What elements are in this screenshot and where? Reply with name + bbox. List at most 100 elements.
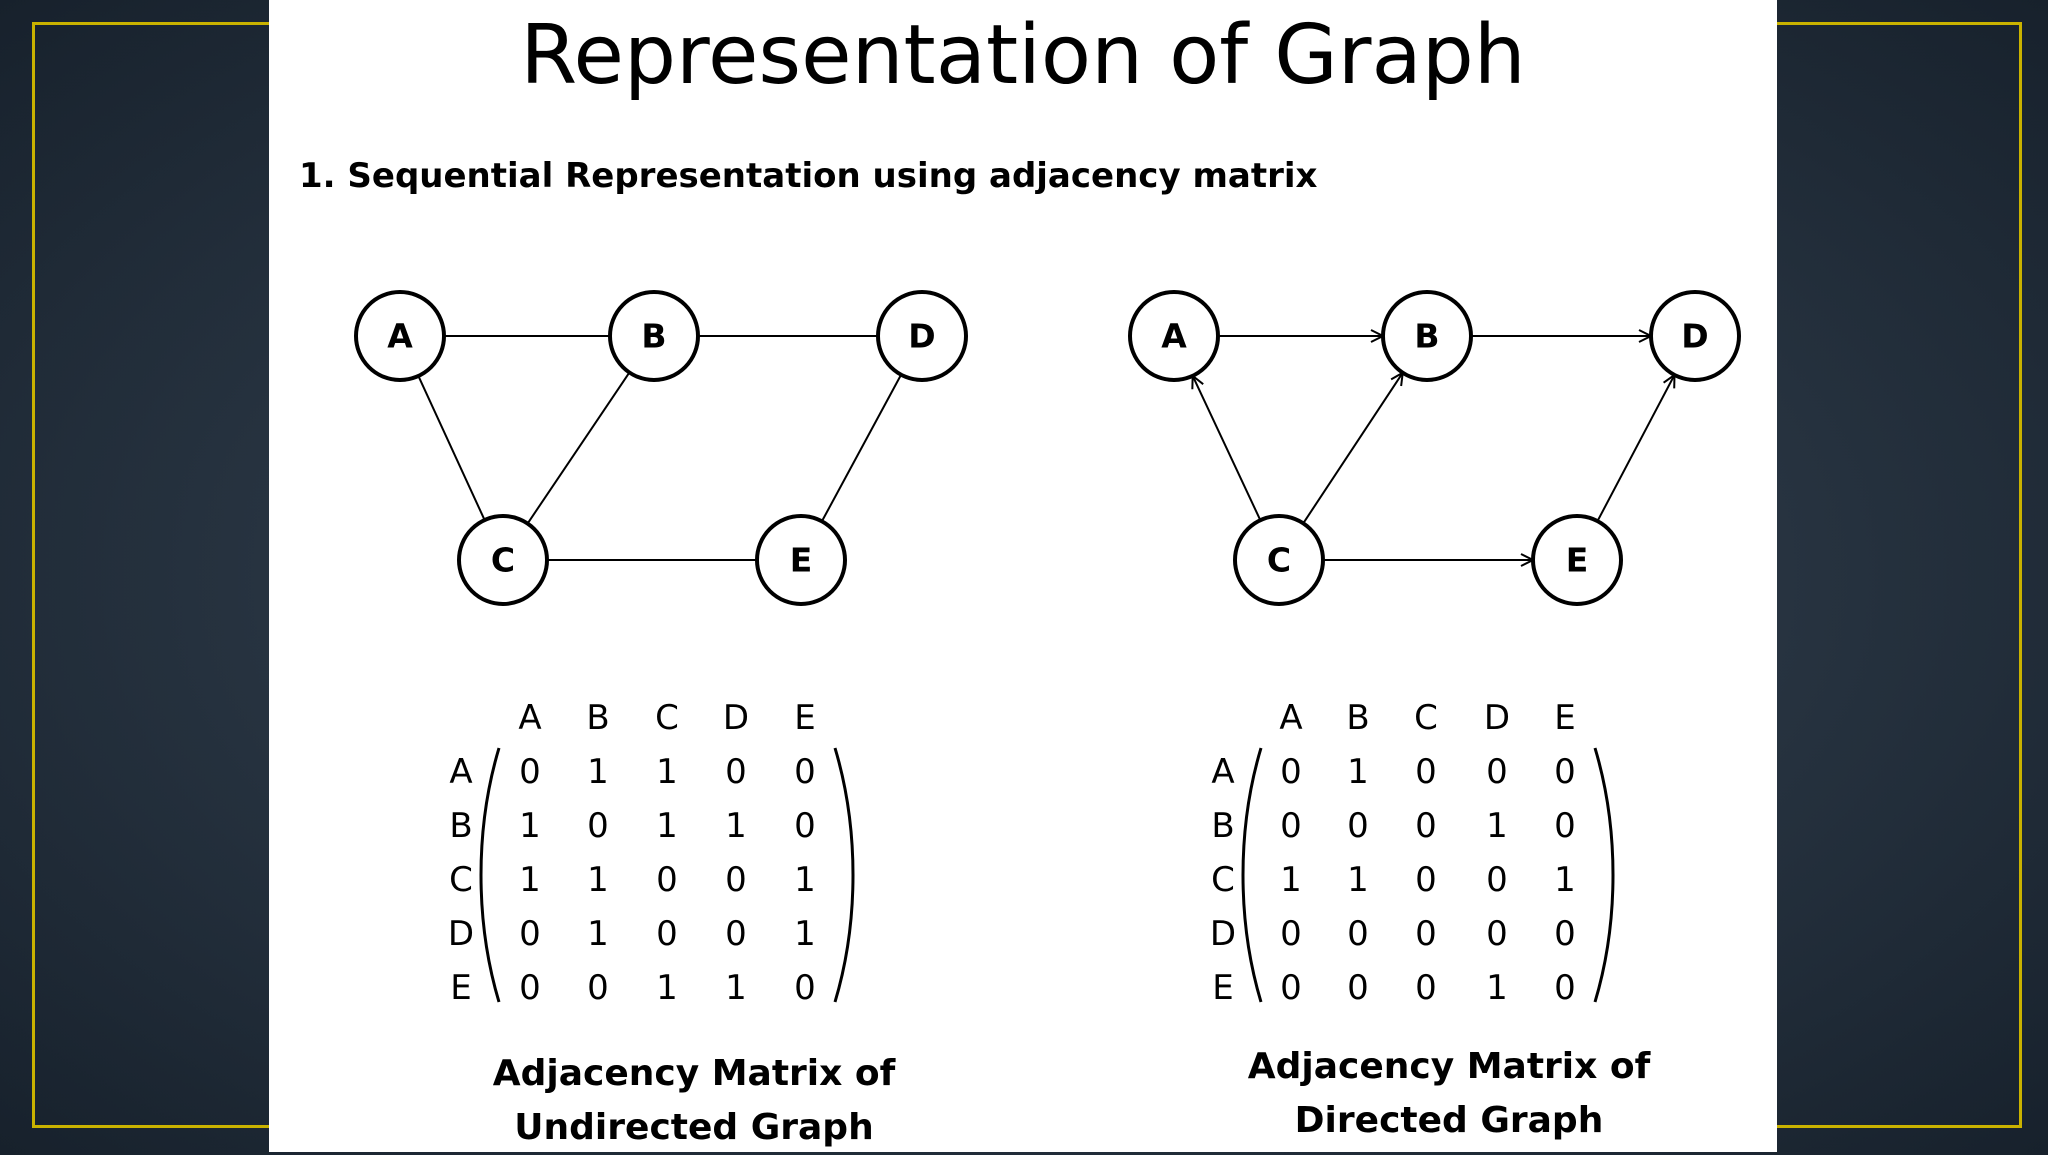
node-a: A [1128,290,1220,382]
node-label: B [1414,317,1439,356]
slide-title: Representation of Graph [520,8,1526,103]
matrix-cell: 0 [1415,752,1437,792]
matrix-cell: 0 [1280,914,1302,954]
matrix-cell: 0 [519,914,541,954]
matrix-cell: 0 [1486,752,1508,792]
matrix-cell: 0 [794,968,816,1008]
matrix-cell: 0 [1280,806,1302,846]
matrix-cell: 0 [1415,806,1437,846]
matrix-cell: 1 [1280,860,1302,900]
directed-graph: A B C D E [1128,290,1741,606]
matrix-right-bracket [1593,747,1615,1003]
matrix-cell: 0 [1486,914,1508,954]
matrix-column-header: A [1279,698,1302,738]
matrix-cell: 0 [1347,914,1369,954]
matrix-cell: 1 [1347,860,1369,900]
edge-e-d [1596,375,1675,522]
matrix-column-header: C [1414,698,1438,738]
matrix-column-header: B [586,698,609,738]
matrix-cell: 1 [1347,752,1369,792]
decorative-frame-right [1756,22,2022,1128]
matrix-cell: 0 [1554,914,1576,954]
node-circle [1649,290,1741,382]
node-circle [608,290,700,382]
node-c: C [457,514,549,606]
matrix-cell: 0 [1280,752,1302,792]
node-circle [755,514,847,606]
matrix-cell: 0 [725,914,747,954]
node-b: B [608,290,700,382]
node-circle [354,290,446,382]
node-label: D [1681,317,1708,356]
matrix-cell: 0 [656,860,678,900]
matrix-cell: 0 [794,752,816,792]
matrix-cell: 1 [519,806,541,846]
matrix-cell: 0 [519,968,541,1008]
matrix-cell: 0 [1415,914,1437,954]
slide: Representation of Graph 1. Sequential Re… [269,0,1777,1152]
edge-b-c [526,371,631,525]
matrix-cell: 0 [725,860,747,900]
matrix-left-bracket [479,747,501,1003]
node-circle [457,514,549,606]
matrix-cell: 0 [1347,968,1369,1008]
node-d: D [876,290,968,382]
matrix-cell: 1 [725,968,747,1008]
undirected-graph: A B C D E [354,290,968,606]
matrix-cell: 0 [1554,752,1576,792]
matrix-left-bracket [1241,747,1263,1003]
matrix-cell: 0 [1486,860,1508,900]
matrix-cell: 1 [656,752,678,792]
matrix-column-header: B [1346,698,1369,738]
matrix-cell: 1 [1486,968,1508,1008]
decorative-frame-left [32,22,292,1128]
edge-a-c [417,375,486,521]
matrix-cell: 0 [1554,806,1576,846]
matrix-right-bracket [833,747,855,1003]
matrix-column-header: A [518,698,541,738]
matrix-cell: 0 [656,914,678,954]
matrix-cell: 0 [587,968,609,1008]
node-label: A [387,317,413,356]
matrix-row-header: D [1210,914,1236,954]
node-label: A [1161,317,1187,356]
matrix-cell: 0 [1415,860,1437,900]
matrix-cell: 0 [1554,968,1576,1008]
undirected-caption-line-2: Undirected Graph [514,1107,874,1148]
node-label: E [790,541,813,580]
node-label: D [908,317,935,356]
node-a: A [354,290,446,382]
section-heading: 1. Sequential Representation using adjac… [299,156,1318,196]
node-b: B [1381,290,1473,382]
matrix-cell: 1 [656,806,678,846]
matrix-cell: 1 [656,968,678,1008]
node-label: B [641,317,666,356]
matrix-cell: 1 [587,860,609,900]
matrix-row-header: E [450,968,471,1008]
matrix-row-header: B [449,806,472,846]
node-label: C [1267,541,1291,580]
matrix-row-header: C [1211,860,1235,900]
edge-c-b [1302,373,1402,524]
node-label: E [1566,541,1589,580]
matrix-cell: 1 [1554,860,1576,900]
matrix-column-header: D [723,698,749,738]
matrix-cell: 0 [1280,968,1302,1008]
edge-d-e [821,374,902,522]
matrix-cell: 1 [794,914,816,954]
matrix-column-header: E [794,698,815,738]
node-label: C [491,541,515,580]
matrix-cell: 1 [587,752,609,792]
matrix-cell: 1 [794,860,816,900]
node-circle [1531,514,1623,606]
matrix-cell: 0 [519,752,541,792]
matrix-cell: 1 [587,914,609,954]
undirected-caption: Adjacency Matrix of Undirected Graph [414,1047,974,1155]
matrix-cell: 0 [794,806,816,846]
matrix-row-header: C [449,860,473,900]
matrix-column-header: D [1484,698,1510,738]
node-d: D [1649,290,1741,382]
